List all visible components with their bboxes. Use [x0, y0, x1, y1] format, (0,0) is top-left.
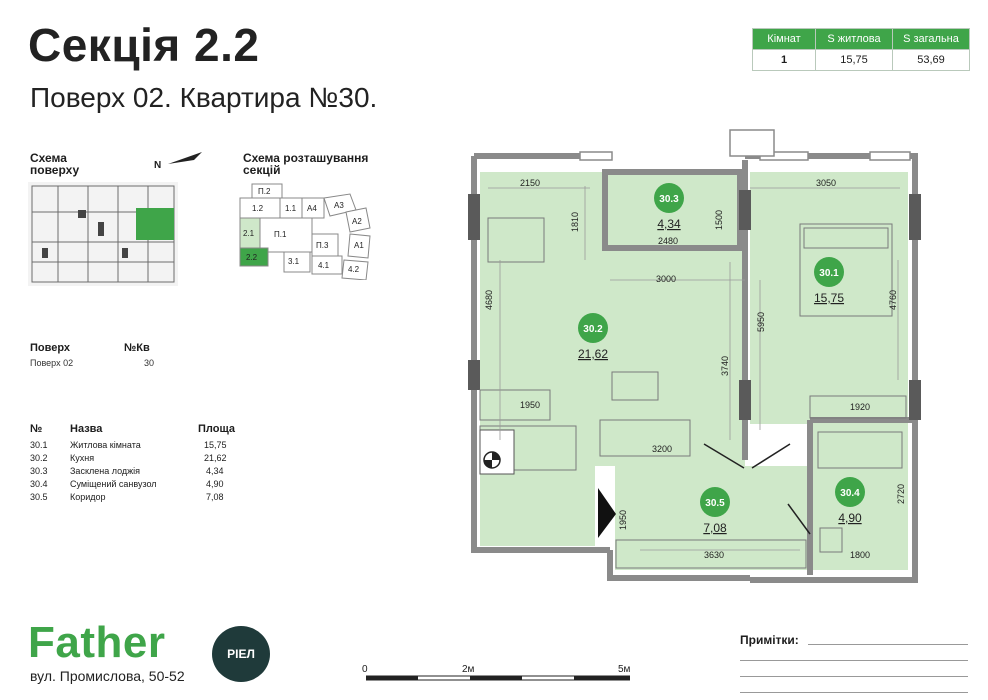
room-marker-id: 30.1 — [819, 268, 839, 279]
rooms-list: 30.1 Житлова кімната 15,75 30.2 Кухня 21… — [30, 440, 250, 510]
room-marker-area: 7,08 — [703, 521, 727, 535]
room-name: Суміщений санвузол — [70, 479, 157, 489]
section-label-a2: A2 — [352, 217, 362, 226]
brand-wordmark: Father — [28, 618, 166, 667]
dim-4680: 4680 — [484, 290, 494, 310]
room-area: 7,08 — [206, 492, 224, 502]
area-specs-table: Кімнат S житлова S загальна 1 15,75 53,6… — [752, 28, 970, 71]
apartment-floor-plan: 2150 1810 1500 2480 3050 3000 4680 5950 … — [468, 129, 921, 583]
room-marker — [654, 183, 684, 213]
room-marker-id: 30.3 — [659, 194, 679, 205]
scale-ruler-icon — [366, 675, 630, 681]
room-area: 21,62 — [204, 453, 227, 463]
room-marker-area: 4,34 — [657, 217, 681, 231]
dim-3000: 3000 — [656, 274, 676, 284]
scale-label-5m: 5м — [618, 664, 631, 675]
room-marker-id: 30.5 — [705, 498, 725, 509]
section-scheme-diagram: П.2 1.2 1.1 A4 A3 A2 2.1 П.1 П.3 A1 2.2 … — [239, 183, 371, 280]
dim-3630: 3630 — [704, 550, 724, 560]
dim-3740: 3740 — [720, 356, 730, 376]
notes-label: Примітки: — [740, 633, 799, 647]
scale-label-2m: 2м — [462, 664, 475, 675]
address: вул. Промислова, 50-52 — [30, 668, 185, 684]
notes-line — [740, 692, 968, 693]
dim-5950: 5950 — [756, 312, 766, 332]
section-label-a4: A4 — [307, 204, 317, 213]
section-label-p2: П.2 — [258, 187, 271, 196]
section-label-2-2: 2.2 — [246, 253, 258, 262]
dim-1950-corridor: 1950 — [618, 510, 628, 530]
floor-value: Поверх 02 — [30, 358, 74, 368]
specs-living-value: 15,75 — [815, 49, 893, 71]
notes-line — [740, 660, 968, 661]
room-name: Кухня — [70, 453, 95, 463]
rooms-header-num: № — [30, 423, 43, 435]
room-marker-id: 30.2 — [583, 324, 603, 335]
section-label-a1: A1 — [354, 241, 364, 250]
room-marker-area: 15,75 — [814, 291, 844, 305]
scale-label-0: 0 — [362, 664, 368, 675]
apartment-head: №Кв — [124, 342, 150, 354]
specs-rooms-value: 1 — [752, 49, 816, 71]
section-label-p3: П.3 — [316, 241, 329, 250]
room-num: 30.1 — [30, 440, 48, 450]
section-scheme-label: Схема розташування секцій — [243, 151, 369, 177]
dim-1950-kitchen: 1950 — [520, 400, 540, 410]
dim-2720: 2720 — [896, 484, 906, 504]
floor-scheme-image — [28, 182, 178, 286]
room-marker-id: 30.4 — [840, 488, 860, 499]
dim-3050: 3050 — [816, 178, 836, 188]
room-marker — [578, 313, 608, 343]
north-label: N — [154, 160, 162, 171]
dim-4760: 4760 — [888, 290, 898, 310]
room-num: 30.3 — [30, 466, 48, 476]
section-label-3-1: 3.1 — [288, 257, 300, 266]
section-label-a3: A3 — [334, 201, 344, 210]
section-label-1-1: 1.1 — [285, 204, 297, 213]
room-marker-area: 21,62 — [578, 347, 608, 361]
section-label-4-2: 4.2 — [348, 265, 360, 274]
notes-line — [808, 644, 968, 645]
scale-bar: 0 2м 5м — [362, 664, 631, 681]
floor-apartment-subtitle: Поверх 02. Квартира №30. — [30, 82, 378, 113]
dim-1800: 1800 — [850, 550, 870, 560]
rooms-header-area: Площа — [198, 423, 236, 435]
room-name: Коридор — [70, 492, 106, 502]
room-num: 30.4 — [30, 479, 48, 489]
room-marker — [814, 257, 844, 287]
dim-3200: 3200 — [652, 444, 672, 454]
section-label-4-1: 4.1 — [318, 261, 330, 270]
section-label-2-1: 2.1 — [243, 229, 255, 238]
specs-header-total: S загальна — [892, 28, 970, 50]
room-name: Житлова кімната — [70, 440, 141, 450]
room-num: 30.5 — [30, 492, 48, 502]
north-arrow-icon — [168, 152, 202, 164]
dim-2480: 2480 — [658, 236, 678, 246]
room-num: 30.2 — [30, 453, 48, 463]
dim-2150: 2150 — [520, 178, 540, 188]
dim-1500: 1500 — [714, 210, 724, 230]
room-area: 15,75 — [204, 440, 227, 450]
room-area: 4,34 — [206, 466, 224, 476]
section-title: Секція 2.2 — [28, 19, 260, 71]
room-marker-area: 4,90 — [838, 511, 862, 525]
room-marker — [835, 477, 865, 507]
notes-line — [740, 676, 968, 677]
section-label-p1: П.1 — [274, 230, 287, 239]
specs-header-rooms: Кімнат — [752, 28, 816, 50]
dim-1920: 1920 — [850, 402, 870, 412]
floor-head: Поверх — [30, 342, 71, 354]
apartment-value: 30 — [144, 358, 155, 368]
section-label-1-2: 1.2 — [252, 204, 264, 213]
specs-header-living: S житлова — [815, 28, 893, 50]
specs-total-value: 53,69 — [892, 49, 970, 71]
room-area: 4,90 — [206, 479, 224, 489]
developer-logo: PIEЛ — [212, 626, 270, 682]
floor-scheme-label: Схема поверху — [30, 151, 80, 177]
dim-1810: 1810 — [570, 212, 580, 232]
rooms-header-name: Назва — [70, 423, 103, 435]
room-marker — [700, 487, 730, 517]
room-name: Засклена лоджія — [70, 466, 141, 476]
